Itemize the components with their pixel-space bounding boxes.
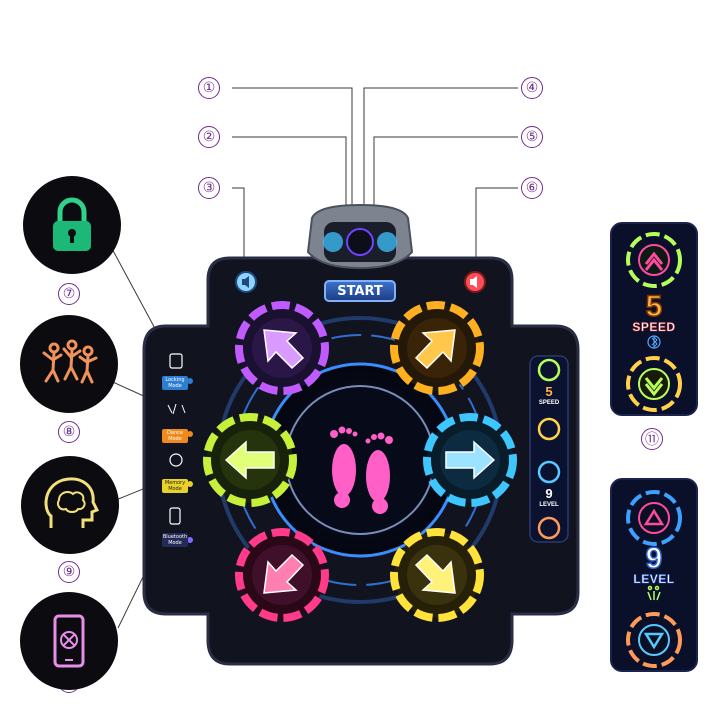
arrow-pad-left[interactable] — [203, 413, 297, 507]
footprints-icon — [330, 426, 393, 514]
callout-11: ⑪ — [641, 428, 663, 450]
level-dancers-icon — [647, 585, 661, 601]
callout-8: ⑧ — [58, 421, 80, 443]
bluetooth-mode-label: Bluetooth Mode — [162, 533, 188, 547]
speed-down-button[interactable] — [626, 356, 682, 412]
speed-value: 5 — [645, 289, 663, 324]
callout-1: ① — [198, 77, 220, 99]
mat-speed-down-button[interactable] — [537, 417, 561, 441]
callout-4: ④ — [521, 77, 543, 99]
mat-speed-value: 5 — [545, 384, 553, 399]
callout-3: ③ — [198, 177, 220, 199]
arrow-pad-up-right[interactable] — [390, 301, 484, 395]
speed-up-button[interactable] — [626, 232, 682, 288]
bluetooth-mode-badge — [20, 592, 118, 690]
callout-7: ⑦ — [58, 283, 80, 305]
locking-mode-label: Locking Mode — [162, 376, 188, 390]
dance-mode-badge — [20, 315, 118, 413]
mat-level-up-button[interactable] — [537, 460, 561, 484]
memory-mode-badge — [21, 456, 119, 554]
arrow-pad-down-left[interactable] — [235, 528, 329, 622]
locking-mode-badge — [23, 176, 121, 274]
mat-level-down-button[interactable] — [537, 516, 561, 540]
level-up-button[interactable] — [626, 490, 682, 546]
arrow-pad-right[interactable] — [423, 413, 517, 507]
callout-2: ② — [198, 126, 220, 148]
level-down-button[interactable] — [626, 612, 682, 668]
mat-level-label: LEVEL — [539, 502, 559, 508]
mat-speed-up-button[interactable] — [537, 358, 561, 382]
start-button[interactable]: START — [324, 280, 396, 302]
bluetooth-icon — [647, 335, 661, 349]
callout-5: ⑤ — [521, 126, 543, 148]
arrow-pad-down-right[interactable] — [390, 528, 484, 622]
level-zoom-panel: 9 LEVEL — [610, 478, 698, 672]
callout-9: ⑨ — [58, 561, 80, 583]
phone-icon — [53, 614, 85, 668]
memory-mode-label: Memory Mode — [162, 479, 188, 493]
speed-label: SPEED — [632, 320, 676, 335]
brain-head-icon — [44, 477, 100, 528]
speed-zoom-panel: 5 SPEED — [610, 222, 698, 416]
mat-level-value: 9 — [545, 486, 553, 501]
mat-mode-icons — [167, 353, 193, 543]
level-value: 9 — [645, 541, 663, 576]
arrow-pad-up-left[interactable] — [235, 301, 329, 395]
mat-speed-label: SPEED — [538, 400, 560, 406]
lock-icon — [53, 197, 91, 251]
dance-mode-label: Dance Mode — [162, 429, 188, 443]
callout-6: ⑥ — [521, 177, 543, 199]
dancers-icon — [42, 339, 98, 384]
level-label: LEVEL — [633, 572, 675, 587]
